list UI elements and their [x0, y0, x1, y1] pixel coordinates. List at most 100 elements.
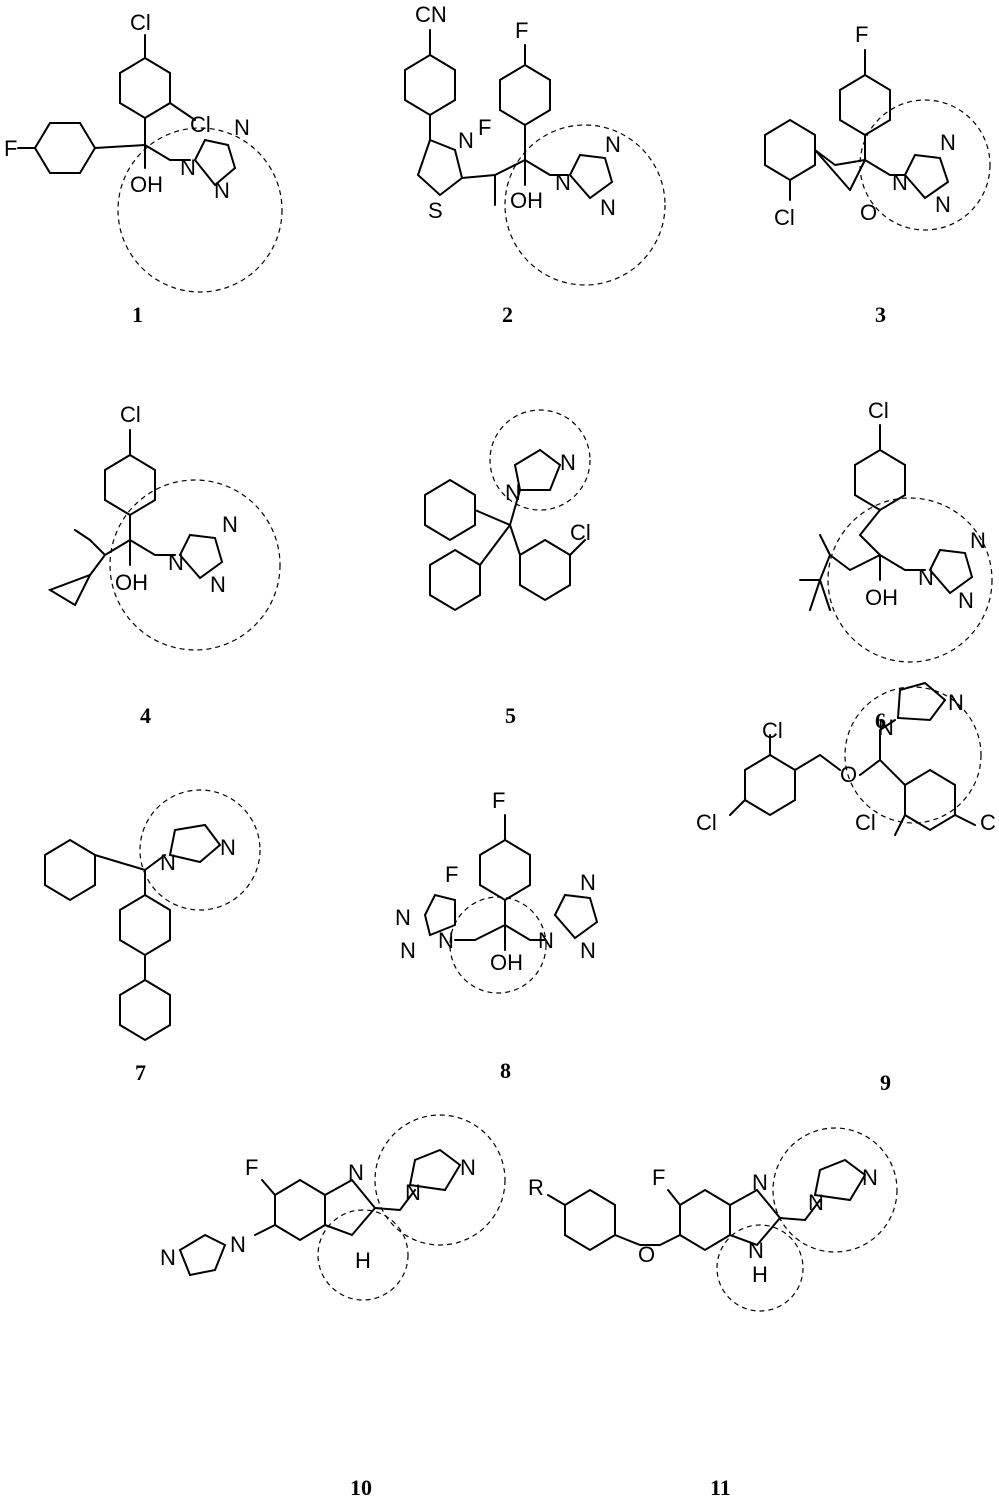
atom-label: N: [940, 130, 956, 155]
compound-number: 8: [500, 1058, 511, 1083]
atom-label: C: [980, 810, 996, 835]
para-r-phenyl-ring: [564, 1188, 616, 1252]
chlorophenyl-ring: [764, 118, 816, 182]
compound-number: 9: [880, 1070, 891, 1095]
atom-label: N: [600, 195, 616, 220]
atom-label: N: [405, 1180, 421, 1205]
triazole-ring: [178, 533, 224, 580]
atom-label: N: [918, 565, 934, 590]
atom-label: Cl: [696, 810, 717, 835]
compound-1-structure: Cl Cl F OH N N N 1: [4, 10, 283, 327]
fluorophenyl-ring: [839, 73, 891, 137]
pharmacophore-circle: [117, 127, 283, 293]
compound-number: 3: [875, 302, 886, 327]
atom-label: N: [168, 550, 184, 575]
compound-3-structure: F Cl O N N N 3: [764, 22, 991, 327]
triazole-ring-left: [423, 893, 456, 937]
compound-number: 6: [875, 708, 886, 733]
compound-10-structure: F N N N N N H 10: [160, 1114, 506, 1500]
atom-label: Cl: [868, 398, 889, 423]
compound-6-structure: Cl OH N N N 6: [799, 398, 993, 733]
atom-label: Cl: [130, 10, 151, 35]
atom-label: N: [160, 1245, 176, 1270]
atom-label: OH: [130, 172, 163, 197]
atom-label: O: [840, 762, 857, 787]
atom-label: N: [878, 715, 894, 740]
compound-7-structure: N N 7: [44, 789, 261, 1085]
pharmacophore-circle: [772, 1127, 898, 1253]
atom-label: N: [538, 928, 554, 953]
benzimidazole-imidazole-ring: [324, 1178, 377, 1237]
atom-label: H: [752, 1262, 768, 1287]
imidazole-ring-left: [178, 1233, 227, 1277]
atom-label: N: [234, 115, 250, 140]
atom-label: Cl: [190, 112, 211, 137]
atom-label: N: [580, 938, 596, 963]
atom-label: N: [892, 170, 908, 195]
atom-label: OH: [115, 570, 148, 595]
pharmacophore-circle: [844, 686, 982, 824]
pharmacophore-circle: [489, 409, 591, 511]
compound-8-structure: F F N N N OH N N N 8: [395, 788, 599, 1083]
atom-label: N: [505, 480, 521, 505]
atom-label: N: [160, 850, 176, 875]
atom-label: F: [652, 1165, 665, 1190]
atom-label: Cl: [570, 520, 591, 545]
atom-label: N: [180, 155, 196, 180]
atom-label: N: [808, 1190, 824, 1215]
compound-number: 10: [350, 1475, 372, 1500]
atom-label: OH: [865, 585, 898, 610]
fluorophenyl-ring: [33, 122, 97, 174]
atom-label: N: [460, 1155, 476, 1180]
atom-label: N: [210, 572, 226, 597]
atom-label: N: [560, 450, 576, 475]
atom-label: N: [935, 192, 951, 217]
pharmacophore-circle: [449, 896, 547, 994]
atom-label: S: [428, 198, 443, 223]
difluorophenyl-ring: [499, 63, 551, 127]
atom-label: N: [958, 588, 974, 613]
benzonitrile-ring: [404, 53, 456, 117]
imidazole-ring-substituent: [813, 1158, 867, 1202]
atom-label: N: [458, 128, 474, 153]
atom-label: Cl: [855, 810, 876, 835]
nh-circle: [716, 1224, 804, 1312]
compound-number: 2: [502, 302, 513, 327]
atom-label: F: [245, 1155, 258, 1180]
atom-label: Cl: [120, 402, 141, 427]
pharmacophore-circle: [139, 789, 261, 911]
atom-label: OH: [510, 188, 543, 213]
pharmacophore-circle: [859, 99, 991, 231]
atom-label: N: [580, 870, 596, 895]
atom-label: O: [638, 1242, 655, 1267]
atom-label: N: [348, 1160, 364, 1185]
biphenyl-inner-ring: [119, 893, 171, 957]
phenyl-ring: [44, 838, 96, 902]
atom-label: Cl: [762, 718, 783, 743]
compound-number: 5: [505, 703, 516, 728]
dichlorobenzyl-ring: [744, 753, 796, 817]
nh-circle: [317, 1209, 409, 1301]
atom-label: N: [555, 170, 571, 195]
chlorophenyl-ring: [519, 538, 571, 602]
atom-label: N: [862, 1165, 878, 1190]
compound-4-structure: Cl OH N N N 4: [47, 402, 281, 728]
atom-label: N: [748, 1238, 764, 1263]
compound-number: 7: [135, 1060, 146, 1085]
triazole-ring-right: [553, 893, 599, 940]
imidazole-ring-substituent: [408, 1148, 462, 1192]
compound-2-structure: CN F F N S OH N N N 2: [404, 2, 666, 327]
chlorophenyl-ring: [854, 448, 906, 512]
imidazole-ring: [168, 823, 222, 864]
atom-label: N: [395, 905, 411, 930]
compound-number: 11: [710, 1475, 731, 1500]
atom-label: N: [605, 132, 621, 157]
atom-label: N: [970, 528, 986, 553]
atom-label: CN: [415, 2, 447, 27]
biphenyl-outer-ring: [119, 978, 171, 1042]
atom-label: F: [4, 136, 17, 161]
compound-9-structure: Cl O N N Cl Cl C 9: [696, 681, 996, 1095]
atom-label: OH: [490, 950, 523, 975]
atom-label: N: [438, 928, 454, 953]
pharmacophore-circle: [504, 124, 666, 286]
